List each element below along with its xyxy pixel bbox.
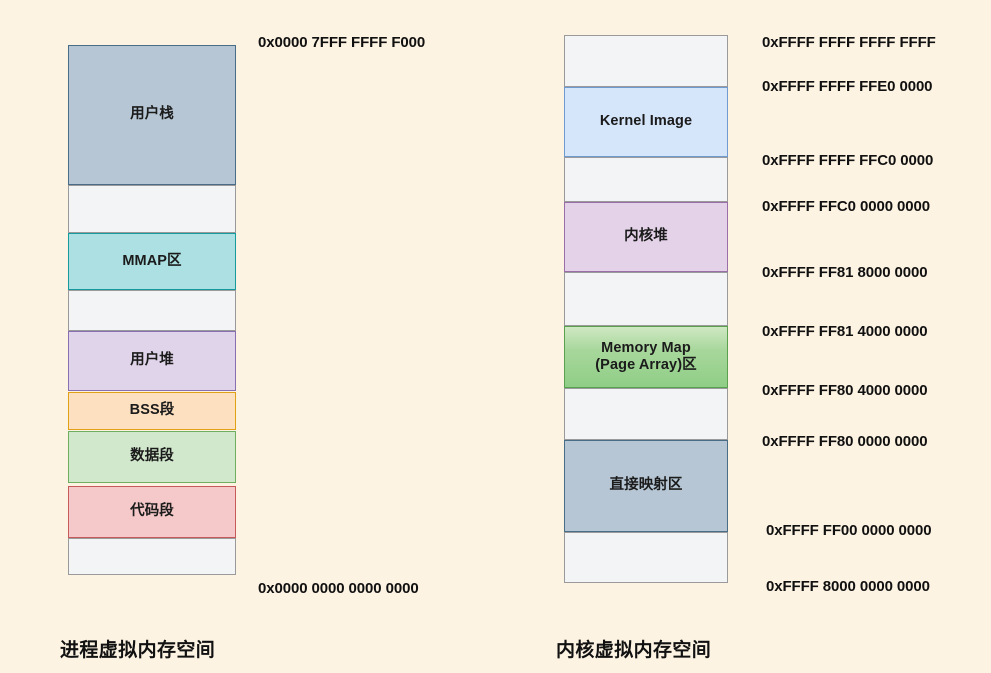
segment-gap-3 — [68, 538, 236, 575]
address-process-bottom: 0x0000 0000 0000 0000 — [258, 580, 419, 597]
segment-label: MMAP区 — [122, 252, 182, 269]
segment-gap-2 — [68, 290, 236, 331]
segment-text: 代码段 — [68, 486, 236, 538]
segment-bss: BSS段 — [68, 392, 236, 430]
address-kernel-7: 0xFFFF FF80 0000 0000 — [762, 433, 928, 450]
address-kernel-8: 0xFFFF FF00 0000 0000 — [766, 522, 932, 539]
segment-mmap: MMAP区 — [68, 233, 236, 290]
segment-label: 内核堆 — [624, 228, 668, 245]
address-kernel-1: 0xFFFF FFFF FFE0 0000 — [762, 78, 933, 95]
segment-user-heap: 用户堆 — [68, 331, 236, 391]
segment-data: 数据段 — [68, 431, 236, 483]
address-kernel-9: 0xFFFF 8000 0000 0000 — [766, 578, 930, 595]
segment-kernel-gap-1 — [564, 35, 728, 87]
address-kernel-4: 0xFFFF FF81 8000 0000 — [762, 264, 928, 281]
address-kernel-5: 0xFFFF FF81 4000 0000 — [762, 323, 928, 340]
segment-user-stack: 用户栈 — [68, 45, 236, 185]
address-kernel-3: 0xFFFF FFC0 0000 0000 — [762, 198, 930, 215]
process-space-caption: 进程虚拟内存空间 — [60, 640, 216, 661]
segment-label: 用户堆 — [130, 352, 174, 369]
segment-memory-map: Memory Map (Page Array)区 — [564, 326, 728, 388]
segment-label: 直接映射区 — [609, 477, 683, 494]
segment-kernel-image: Kernel Image — [564, 87, 728, 157]
segment-kernel-gap-5 — [564, 532, 728, 583]
address-process-top: 0x0000 7FFF FFFF F000 — [258, 34, 426, 51]
address-kernel-2: 0xFFFF FFFF FFC0 0000 — [762, 152, 934, 169]
segment-kernel-heap: 内核堆 — [564, 202, 728, 272]
segment-label: 代码段 — [130, 503, 174, 520]
kernel-space-caption: 内核虚拟内存空间 — [556, 640, 712, 661]
segment-label: 数据段 — [130, 448, 174, 465]
address-kernel-6: 0xFFFF FF80 4000 0000 — [762, 382, 928, 399]
segment-label: Kernel Image — [599, 113, 693, 130]
segment-gap-1 — [68, 185, 236, 233]
segment-direct-map: 直接映射区 — [564, 440, 728, 532]
segment-label: Memory Map (Page Array)区 — [595, 339, 697, 373]
segment-kernel-gap-4 — [564, 388, 728, 440]
segment-kernel-gap-2 — [564, 157, 728, 202]
address-kernel-0: 0xFFFF FFFF FFFF FFFF — [762, 34, 936, 51]
segment-label: BSS段 — [129, 402, 175, 419]
segment-label: 用户栈 — [130, 106, 174, 123]
segment-kernel-gap-3 — [564, 272, 728, 326]
